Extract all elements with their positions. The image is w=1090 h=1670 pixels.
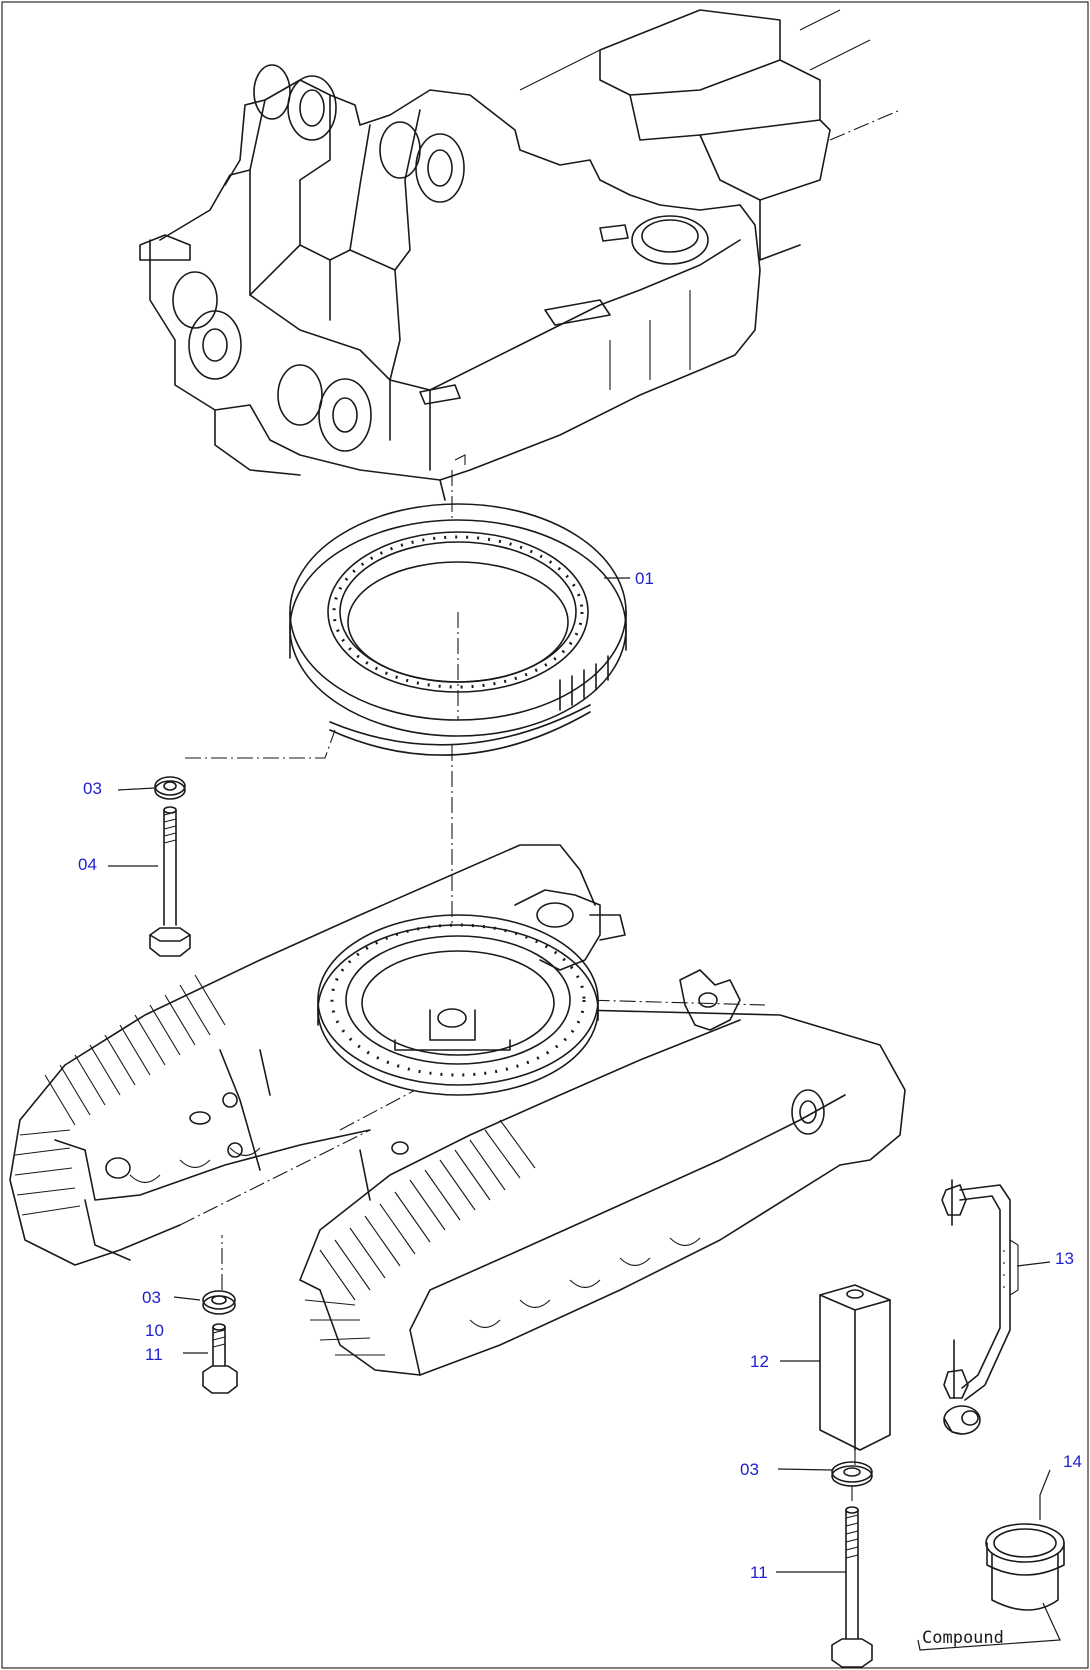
washer-b	[202, 1290, 236, 1315]
callout-bolt-c[interactable]: 11	[750, 1563, 768, 1582]
compound-can	[985, 1523, 1065, 1611]
callout-bolt-long[interactable]: 04	[78, 855, 97, 874]
callout-ring[interactable]: 01	[635, 569, 654, 588]
callout-can[interactable]: 14	[1063, 1452, 1082, 1471]
callout-handle[interactable]: 13	[1055, 1249, 1074, 1268]
callout-washer-b[interactable]: 03	[142, 1288, 161, 1307]
compound-note: Compound	[922, 1628, 1004, 1648]
callout-part10[interactable]: 10	[145, 1321, 164, 1340]
bolt-short	[202, 1323, 238, 1394]
handle-pipe	[941, 1179, 1019, 1435]
leader-lines	[108, 577, 1061, 1651]
washer-c	[831, 1461, 873, 1487]
callout-washer-c[interactable]: 03	[740, 1460, 759, 1479]
tool-block	[819, 1284, 891, 1451]
revolving-frame	[139, 9, 901, 501]
callout-washer-a[interactable]: 03	[83, 779, 102, 798]
bolt-long	[149, 806, 191, 957]
undercarriage	[9, 844, 906, 1376]
callout-tool-block[interactable]: 12	[750, 1352, 769, 1371]
callout-bolt-short[interactable]: 11	[145, 1345, 163, 1364]
washer-a	[154, 776, 186, 800]
bolt-c	[831, 1506, 873, 1668]
leader-dash-ring-bolt	[185, 729, 336, 759]
